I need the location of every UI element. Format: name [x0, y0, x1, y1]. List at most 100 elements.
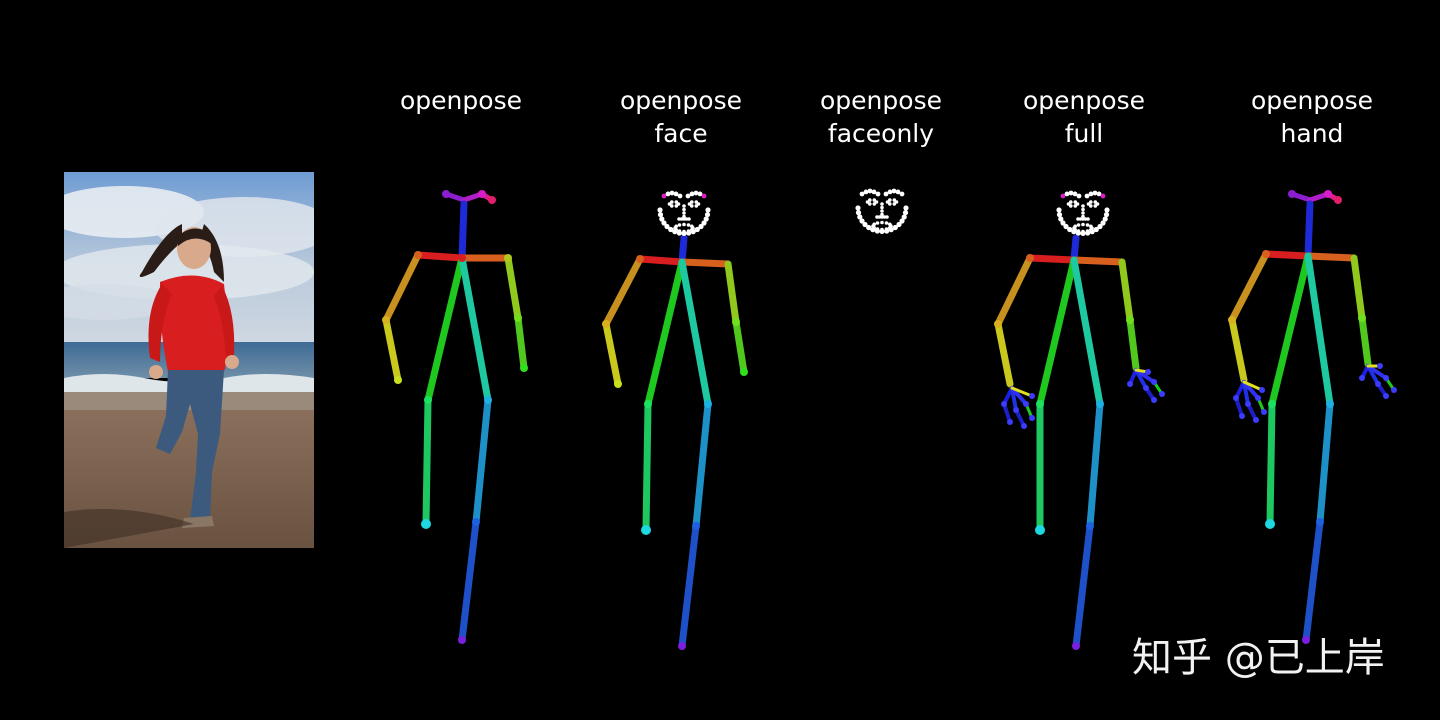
face-keypoint: [1100, 193, 1106, 199]
face-keypoint: [1102, 216, 1108, 222]
face-keypoint: [1068, 190, 1074, 196]
face-keypoint: [687, 217, 691, 221]
skeleton-openpose-face: [602, 234, 748, 650]
face-keypoint: [668, 226, 674, 233]
face-keypoint: [887, 189, 893, 195]
torso-left-segment: [644, 258, 686, 408]
face-keypoint: [1096, 191, 1102, 197]
face-keypoint: [1063, 223, 1069, 230]
face-keypoint: [892, 198, 897, 202]
face-keypoint: [1056, 212, 1063, 218]
joint-point: [478, 190, 486, 198]
face-keypoint: [1093, 226, 1099, 233]
joint-point: [641, 525, 651, 535]
face-keypoint: [875, 227, 880, 231]
face-keypoint: [1076, 229, 1081, 233]
face-keypoint: [661, 193, 667, 199]
face-keypoint: [1093, 200, 1098, 204]
label-openpose-hand: openpose hand: [1202, 84, 1422, 150]
face-keypoint: [689, 191, 695, 197]
watermark-text: 知乎 @已上岸: [1132, 635, 1385, 681]
face-keypoint: [682, 211, 686, 215]
skeleton-openpose-full: [994, 234, 1165, 650]
forearm-right-segment: [1358, 314, 1372, 368]
face-keypoint: [677, 193, 683, 199]
joint-point: [1262, 250, 1270, 258]
upper-arm-left-segment: [382, 251, 422, 324]
face-keypoint: [690, 228, 694, 232]
label-line1: openpose: [620, 86, 742, 115]
face-keypoint: [1073, 200, 1078, 204]
face-keypoint: [903, 205, 909, 211]
face-keypoint: [1076, 217, 1080, 221]
face-keypoint: [670, 200, 674, 204]
joint-point: [442, 190, 450, 198]
face-keypoint: [880, 202, 884, 206]
joint-point: [644, 400, 652, 408]
face-keypoint: [1064, 191, 1070, 197]
face-keypoint: [863, 189, 869, 195]
joint-point: [421, 519, 431, 529]
face-keypoint: [684, 217, 689, 221]
face-keypoint: [1060, 193, 1066, 199]
face-keypoint: [677, 217, 681, 221]
leg-left-upper-segment: [422, 396, 432, 528]
face-keypoint: [693, 190, 699, 196]
joint-point: [1026, 254, 1034, 262]
leg-right-lower-segment: [1302, 518, 1324, 644]
face-keypoint: [659, 216, 665, 222]
joint-point: [414, 251, 422, 259]
face-keypoints-faceonly: [855, 188, 909, 234]
face-keypoint: [875, 191, 881, 197]
joint-point: [1324, 190, 1332, 198]
face-keypoint: [880, 227, 884, 232]
neck-segment: [678, 234, 688, 266]
face-keypoint: [880, 205, 884, 210]
face-keypoint: [694, 226, 700, 233]
face-keypoint: [1100, 220, 1106, 226]
label-line2: faceonly: [827, 119, 935, 148]
joint-point: [1326, 400, 1334, 408]
label-openpose-faceonly: openpose faceonly: [771, 84, 991, 150]
leg-right-lower-segment: [458, 518, 480, 644]
shoulder-left-segment: [636, 255, 686, 266]
face-keypoint: [1078, 217, 1083, 221]
right-hand-keypoints: [1359, 363, 1397, 399]
torso-right-segment: [458, 254, 492, 404]
joint-point: [732, 318, 740, 326]
forearm-right-segment: [514, 314, 528, 372]
label-line1: openpose: [1023, 86, 1145, 115]
skeleton-openpose: [382, 190, 528, 644]
forearm-left-segment: [1228, 316, 1248, 384]
face-keypoint: [1092, 190, 1098, 196]
label-openpose-full: openpose full: [974, 84, 1194, 150]
face-keypoint: [862, 221, 868, 228]
face-keypoint: [669, 190, 675, 196]
face-keypoint: [901, 214, 907, 220]
face-keypoint: [1081, 229, 1085, 234]
joint-point: [678, 642, 686, 650]
face-keypoint: [880, 212, 884, 217]
label-line1: openpose: [400, 86, 522, 115]
upper-arm-left-segment: [994, 254, 1034, 328]
face-keypoint: [872, 198, 877, 202]
upper-arm-left-segment: [1228, 250, 1270, 324]
torso-right-segment: [1070, 256, 1104, 408]
joint-point: [1316, 518, 1324, 526]
forearm-left-segment: [994, 320, 1014, 388]
face-keypoint: [1081, 204, 1085, 208]
face-keypoint: [701, 193, 707, 199]
joint-point: [636, 255, 644, 263]
face-keypoint: [1097, 223, 1103, 230]
joint-point: [520, 364, 528, 372]
joint-point: [994, 320, 1002, 328]
face-keypoint: [705, 207, 711, 213]
torso-right-segment: [678, 258, 712, 408]
face-keypoint: [883, 191, 889, 197]
face-keypoint: [701, 220, 707, 226]
joint-point: [1035, 525, 1045, 535]
face-keypoint: [673, 191, 679, 197]
face-keypoint: [1086, 217, 1090, 221]
face-keypoint: [888, 226, 892, 230]
